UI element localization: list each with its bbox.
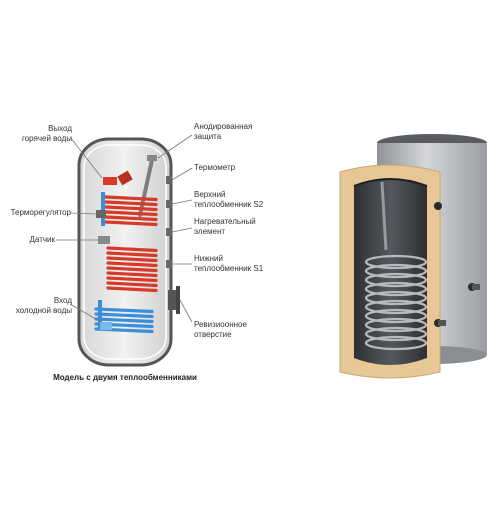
hot-outlet-stub xyxy=(117,170,133,186)
label-sensor: Датчик xyxy=(29,235,56,244)
anode-rod xyxy=(138,158,154,217)
lower-exchanger-s1 xyxy=(106,246,158,293)
anode-cap xyxy=(147,155,157,161)
tank-inner-wall xyxy=(83,144,167,360)
photo-coil-ring xyxy=(364,272,428,288)
upper-exchanger-turn xyxy=(104,195,158,202)
heating-element-port xyxy=(166,228,172,236)
heating-element-turn xyxy=(106,281,158,288)
photo-coil-ring xyxy=(364,317,428,333)
heating-element-turn xyxy=(106,256,158,263)
lower-exchanger-port xyxy=(166,260,172,268)
boiler-cutaway xyxy=(339,134,487,379)
photo-coil-ring xyxy=(364,263,428,279)
label-thermometer: Термометр xyxy=(194,163,236,172)
photo-coil-ring xyxy=(364,254,428,270)
port-low-fitting xyxy=(438,320,446,326)
diagram-caption: Модель с двумя теплообменниками xyxy=(53,373,197,382)
photo-coil-ring xyxy=(364,290,428,306)
schematic-tank xyxy=(56,134,193,367)
port-top xyxy=(434,202,442,210)
label-lower-exchanger: Нижний теплообменник S1 xyxy=(194,254,264,273)
inspection-flange-plate xyxy=(176,286,180,314)
upper-exchanger-turn xyxy=(104,200,158,207)
photo-coil-ring xyxy=(364,326,428,342)
cold-exchanger-turn xyxy=(94,317,154,324)
heating-element-turn xyxy=(106,286,158,293)
upper-exchanger-port xyxy=(166,200,172,208)
photo-coil-ring xyxy=(364,299,428,315)
leader-lines xyxy=(56,134,193,323)
heating-element-turn xyxy=(106,271,158,278)
upper-exchanger-turn xyxy=(104,205,158,212)
label-hot-water-outlet: Выход горячей воды xyxy=(21,124,72,143)
upper-exchanger-turn xyxy=(104,215,158,222)
heating-element-turn xyxy=(106,266,158,273)
heating-element-turn xyxy=(106,246,158,253)
thermometer-port xyxy=(166,176,172,184)
cold-exchanger-turn xyxy=(94,307,154,314)
upper-exchanger-s2 xyxy=(104,195,158,227)
label-cold-water-inlet: Вход холодной воды xyxy=(15,296,72,315)
inner-tank-rim xyxy=(353,178,428,187)
photo-coil-ring xyxy=(364,281,428,297)
heating-element-turn xyxy=(106,276,158,283)
upper-exchanger-turn xyxy=(104,210,158,217)
heating-element-turn xyxy=(106,261,158,268)
label-inspection-opening: Ревизиоонное отверстие xyxy=(194,320,247,339)
label-thermostat: Терморегулятор xyxy=(10,208,71,217)
inner-coil xyxy=(364,254,428,351)
inner-anode-rod xyxy=(380,181,388,251)
heating-element-turn xyxy=(106,251,158,258)
cold-exchanger-turn xyxy=(94,312,154,319)
thermostat-fitting xyxy=(96,210,106,218)
label-anode-protection: Анодированная защита xyxy=(194,122,253,141)
hot-outlet-pipe xyxy=(103,177,117,185)
upper-exchanger-turn xyxy=(104,220,158,227)
sensor-fitting xyxy=(98,236,110,244)
port-mid-fitting xyxy=(472,284,480,290)
cold-inlet-fitting xyxy=(100,322,112,330)
label-upper-exchanger: Верхний теплообменник S2 xyxy=(194,190,264,209)
label-heating-element: Нагревательный элемент xyxy=(194,217,256,236)
photo-coil-ring xyxy=(364,335,428,351)
photo-coil-ring xyxy=(364,308,428,324)
inspection-flange xyxy=(168,290,176,310)
